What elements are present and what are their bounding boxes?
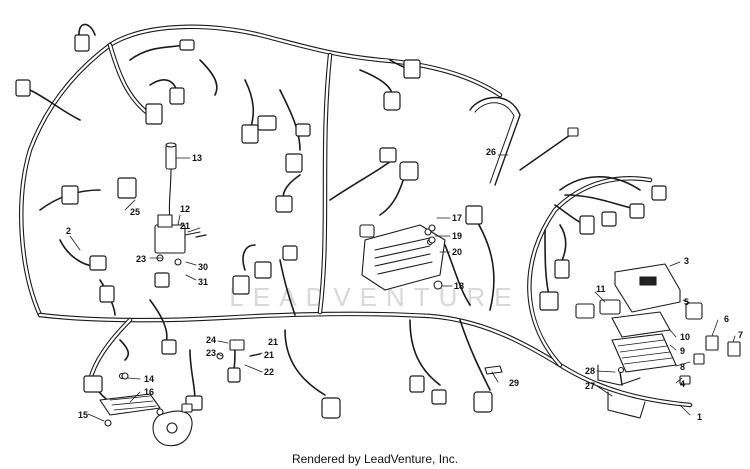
connector: [232, 275, 250, 295]
callout-17: 17: [452, 213, 462, 223]
callout-13: 13: [192, 153, 202, 163]
module-16: [99, 372, 164, 427]
connector: [399, 161, 419, 181]
connector: [285, 153, 303, 173]
connector: [145, 103, 163, 125]
connector: [651, 185, 667, 201]
connector: [431, 389, 447, 405]
connector: [241, 124, 259, 144]
connector: [473, 391, 493, 413]
main-harness: [19, 24, 693, 408]
callout-24: 24: [206, 335, 216, 345]
relays: [679, 302, 741, 385]
connector: [154, 272, 170, 288]
connector: [74, 34, 90, 52]
callout-21-a: 21: [180, 221, 190, 231]
callout-5: 5: [684, 297, 689, 307]
callout-28: 28: [585, 366, 595, 376]
connector: [383, 91, 401, 111]
connector: [161, 339, 177, 355]
callout-31: 31: [198, 277, 208, 287]
connectors: [15, 34, 667, 419]
voltage-regulator: [359, 224, 446, 291]
connector: [629, 203, 645, 219]
tie-wrap: [469, 96, 579, 186]
connector: [227, 367, 241, 383]
footer-credit: Rendered by LeadVenture, Inc.: [291, 452, 459, 466]
connector: [15, 79, 31, 97]
connector: [275, 195, 293, 213]
callout-30: 30: [198, 262, 208, 272]
leader-lines: [69, 154, 736, 422]
stator-plate: [152, 403, 193, 447]
connector: [465, 205, 483, 225]
callout-25: 25: [130, 207, 140, 217]
callout-23-b: 23: [206, 348, 216, 358]
callout-15: 15: [78, 410, 88, 420]
callout-18: 18: [454, 281, 464, 291]
callout-9: 9: [680, 346, 685, 356]
connector: [403, 59, 421, 79]
connector: [295, 123, 311, 137]
connector: [554, 259, 570, 279]
connector: [89, 255, 107, 271]
connector: [409, 375, 425, 393]
bracket: [607, 366, 646, 419]
callout-27: 27: [585, 381, 595, 391]
callout-26: 26: [486, 147, 496, 157]
connector: [61, 185, 79, 205]
callout-2: 2: [66, 226, 71, 236]
callout-4: 4: [680, 379, 685, 389]
callouts: 1 2 3 4 5 6 7 8 9 10 11 12 13 14 15 16 1…: [66, 147, 743, 422]
callout-8: 8: [680, 362, 685, 372]
callout-12: 12: [180, 204, 190, 214]
connector: [579, 215, 595, 235]
callout-1: 1: [697, 412, 702, 422]
connector: [117, 177, 137, 199]
connector: [601, 211, 617, 227]
coil-component: [165, 142, 177, 221]
callout-3: 3: [684, 256, 689, 266]
callout-6: 6: [724, 314, 729, 324]
callout-29: 29: [509, 378, 519, 388]
watermark: LEADVENTURE: [229, 282, 521, 312]
callout-11: 11: [596, 284, 606, 294]
callout-23-a: 23: [136, 254, 146, 264]
connector: [179, 39, 195, 51]
connector: [83, 375, 103, 393]
callout-21-b: 21: [264, 350, 274, 360]
connector: [99, 285, 115, 303]
connector: [282, 245, 298, 261]
relay-module: [154, 214, 201, 254]
connector: [321, 397, 341, 419]
connector: [254, 261, 272, 279]
callout-7: 7: [738, 330, 743, 340]
fasteners: [121, 224, 436, 380]
callout-22: 22: [264, 367, 274, 377]
connector: [539, 291, 559, 311]
callout-10: 10: [680, 332, 690, 342]
callout-16: 16: [144, 387, 154, 397]
connector: [379, 147, 397, 163]
fuse-box: [575, 263, 681, 386]
connector: [257, 115, 277, 131]
grommet: [484, 365, 503, 375]
callout-14: 14: [144, 374, 154, 384]
callout-21-c: 21: [268, 337, 278, 347]
connector: [169, 87, 185, 105]
callout-19: 19: [452, 231, 462, 241]
callout-20: 20: [452, 247, 462, 257]
